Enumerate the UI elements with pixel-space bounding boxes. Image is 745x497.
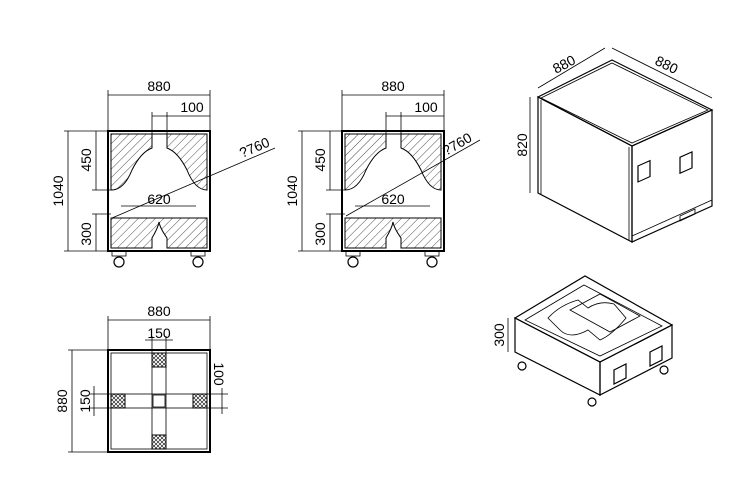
front-view-2-height-lower-label: 300 (312, 222, 328, 246)
top-view-outline (107, 349, 211, 453)
front-view-1-upper-foam (110, 133, 208, 191)
iso-lid-view: 880 880 820 (514, 47, 714, 243)
front-view-2-upper-foam (344, 133, 442, 191)
front-view-1-casters (111, 250, 206, 268)
top-view: 880 150 880 150 100 (54, 303, 228, 453)
front-view-1-height-upper-label: 450 (78, 148, 94, 172)
iso-base-height-label: 300 (491, 323, 507, 347)
top-view-center-width-label: 150 (147, 325, 171, 341)
front-view-2: 880 100 620 ?760 1040 450 300 (284, 78, 481, 268)
front-view-2-inner-width-label: 620 (381, 191, 405, 207)
iso-lid-handle-2 (679, 151, 693, 175)
iso-lid-handle-1 (637, 159, 651, 183)
top-view-pad-right (192, 393, 208, 409)
iso-base-front (514, 317, 601, 396)
iso-lid-height-label: 820 (514, 133, 530, 157)
front-view-2-width-label: 880 (381, 78, 405, 94)
iso-base-handle-2 (649, 345, 663, 367)
iso-lid-width-label: 880 (550, 51, 578, 76)
front-view-1-lower-foam (110, 217, 208, 249)
iso-base-side (599, 324, 673, 396)
front-view-1: 880 100 620 ?760 1040 450 300 (50, 78, 276, 268)
top-view-depth-label: 880 (54, 389, 70, 413)
iso-lid-side (631, 109, 713, 243)
front-view-2-top-dim-label: 100 (414, 99, 438, 115)
front-view-2-height-upper-label: 450 (312, 148, 328, 172)
front-view-2-height-total-label: 1040 (284, 175, 300, 206)
iso-base-view: 300 (491, 275, 674, 407)
top-view-right-dim-label: 100 (211, 362, 227, 386)
front-view-1-width-label: 880 (147, 78, 171, 94)
top-view-pad-top (151, 352, 167, 368)
front-view-1-height-total-label: 1040 (50, 175, 66, 206)
front-view-1-height-lower-label: 300 (78, 222, 94, 246)
top-view-pad-left (110, 393, 126, 409)
top-view-pad-bottom (151, 434, 167, 450)
top-view-width-label: 880 (147, 303, 171, 319)
front-view-1-outline (107, 130, 211, 252)
front-view-2-outline (341, 130, 445, 252)
iso-lid-front (537, 96, 633, 243)
front-view-2-casters (345, 250, 440, 268)
front-view-1-inner-width-label: 620 (147, 191, 171, 207)
front-view-2-lower-foam (344, 217, 442, 249)
top-view-side-dim-label: 150 (77, 389, 93, 413)
front-view-1-top-dim-label: 100 (180, 99, 204, 115)
iso-lid-depth-label: 880 (653, 52, 681, 77)
iso-base-handle-1 (613, 363, 627, 385)
